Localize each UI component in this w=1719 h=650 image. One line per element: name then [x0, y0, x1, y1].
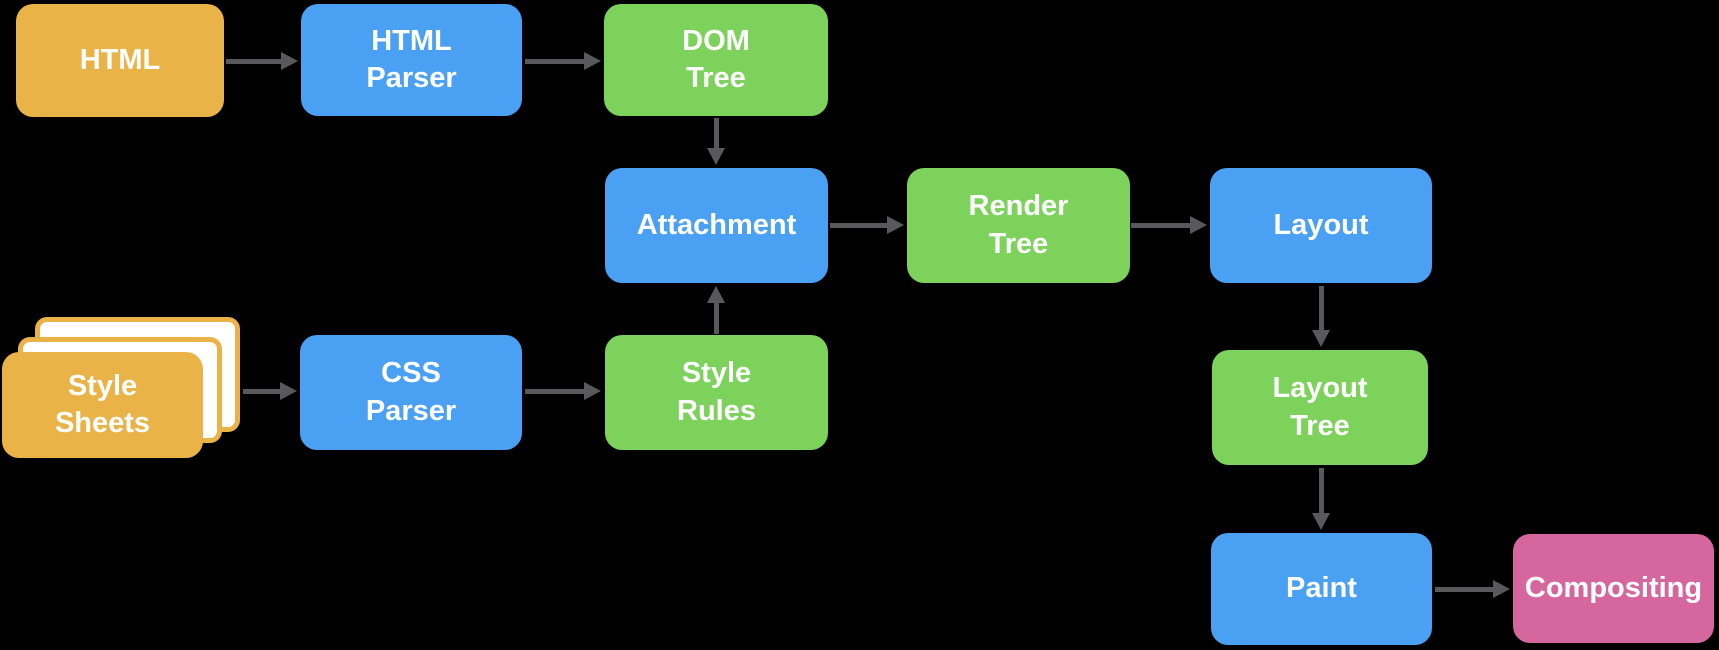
node-render-tree-label: Render Tree	[968, 190, 1069, 260]
node-paint: Paint	[1211, 533, 1432, 645]
arrow-shaft	[1318, 286, 1324, 330]
node-attachment-label: Attachment	[636, 208, 797, 241]
node-html: HTML	[16, 4, 224, 117]
arrow-shaft	[525, 58, 584, 64]
node-layout: Layout	[1210, 168, 1432, 283]
node-html-parser-label: HTML Parser	[366, 24, 457, 94]
node-style-rules: Style Rules	[605, 335, 828, 450]
node-layout-label: Layout	[1273, 208, 1369, 241]
arrow-css-parser-to-style-rules	[525, 382, 601, 400]
arrow-shaft	[1435, 586, 1493, 592]
node-dom-tree-label: DOM Tree	[682, 24, 750, 94]
node-compositing-label: Compositing	[1524, 571, 1703, 604]
arrow-shaft	[713, 118, 719, 148]
arrow-head-up-icon	[707, 286, 725, 303]
arrow-style-rules-to-attachment	[707, 286, 725, 334]
node-html-parser: HTML Parser	[301, 4, 522, 116]
arrow-head-right-icon	[584, 382, 601, 400]
arrow-head-down-icon	[1312, 513, 1330, 530]
arrow-html-to-html-parser	[226, 52, 298, 70]
node-style-sheets-label: Style Sheets	[54, 369, 151, 439]
node-style-sheets: Style Sheets	[2, 352, 203, 458]
node-layout-tree-label: Layout Tree	[1272, 372, 1368, 442]
arrow-head-down-icon	[1312, 330, 1330, 347]
node-html-label: HTML	[79, 43, 161, 76]
arrow-layout-tree-to-paint	[1312, 468, 1330, 530]
node-dom-tree: DOM Tree	[604, 4, 828, 116]
arrow-head-right-icon	[1493, 580, 1510, 598]
arrow-head-right-icon	[887, 216, 904, 234]
node-compositing: Compositing	[1513, 534, 1714, 643]
node-attachment: Attachment	[605, 168, 828, 283]
arrow-paint-to-compositing	[1435, 580, 1510, 598]
arrow-head-right-icon	[584, 52, 601, 70]
arrow-style-sheets-to-css-parser	[243, 382, 297, 400]
node-render-tree: Render Tree	[907, 168, 1130, 283]
node-paint-label: Paint	[1286, 572, 1357, 605]
arrow-shaft	[830, 222, 887, 228]
arrow-shaft	[226, 58, 281, 64]
arrow-head-right-icon	[280, 382, 297, 400]
arrow-html-parser-to-dom-tree	[525, 52, 601, 70]
node-layout-tree: Layout Tree	[1212, 350, 1428, 465]
arrow-head-right-icon	[1190, 216, 1207, 234]
arrow-shaft	[1131, 222, 1190, 228]
arrow-head-right-icon	[281, 52, 298, 70]
arrow-attachment-to-render-tree	[830, 216, 904, 234]
arrow-dom-tree-to-attachment	[707, 118, 725, 165]
node-css-parser-label: CSS Parser	[365, 357, 457, 427]
node-style-rules-label: Style Rules	[677, 357, 756, 427]
arrow-shaft	[1318, 468, 1324, 513]
arrow-layout-to-layout-tree	[1312, 286, 1330, 347]
node-css-parser: CSS Parser	[300, 335, 522, 450]
arrow-head-down-icon	[707, 148, 725, 165]
arrow-shaft	[525, 388, 584, 394]
arrow-shaft	[243, 388, 280, 394]
arrow-render-tree-to-layout	[1131, 216, 1207, 234]
arrow-shaft	[713, 303, 719, 334]
